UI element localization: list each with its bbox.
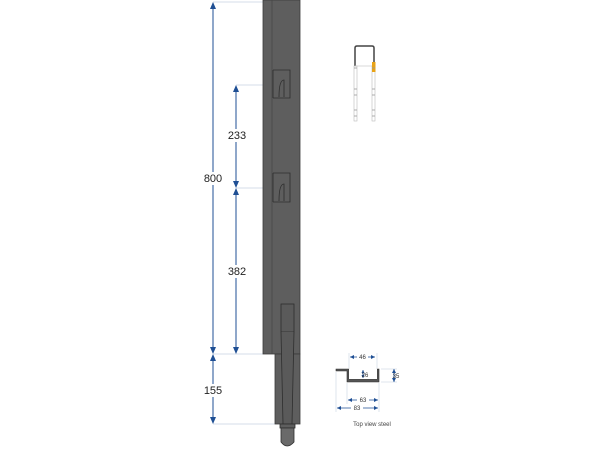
dim-35-label: 35 — [393, 374, 400, 380]
section-top-view: 46 26 35 63 83 Top view steel — [335, 353, 400, 428]
dimension-overall: 800 — [200, 2, 226, 354]
dim-233-label: 233 — [228, 130, 246, 142]
slot-upper — [272, 69, 291, 99]
highlighted-post — [372, 62, 376, 72]
dimension-382: 382 — [224, 188, 250, 354]
gate-thumbnail — [353, 45, 376, 122]
slot-lower — [272, 172, 291, 203]
hinge-pin — [279, 303, 296, 447]
section-caption: Top view steel — [353, 422, 391, 428]
dim-83-label: 83 — [354, 406, 361, 412]
dim-155-label: 155 — [204, 385, 222, 397]
post-body — [262, 0, 301, 447]
extension-lines — [213, 1, 275, 425]
dimension-233: 233 — [224, 85, 250, 188]
dimension-155: 155 — [200, 354, 226, 424]
dim-46-label: 46 — [359, 355, 366, 361]
dim-26-label: 26 — [362, 373, 369, 379]
dim-382-label: 382 — [228, 266, 246, 278]
dim-63-label: 63 — [360, 398, 367, 404]
dim-800-label: 800 — [204, 173, 222, 185]
